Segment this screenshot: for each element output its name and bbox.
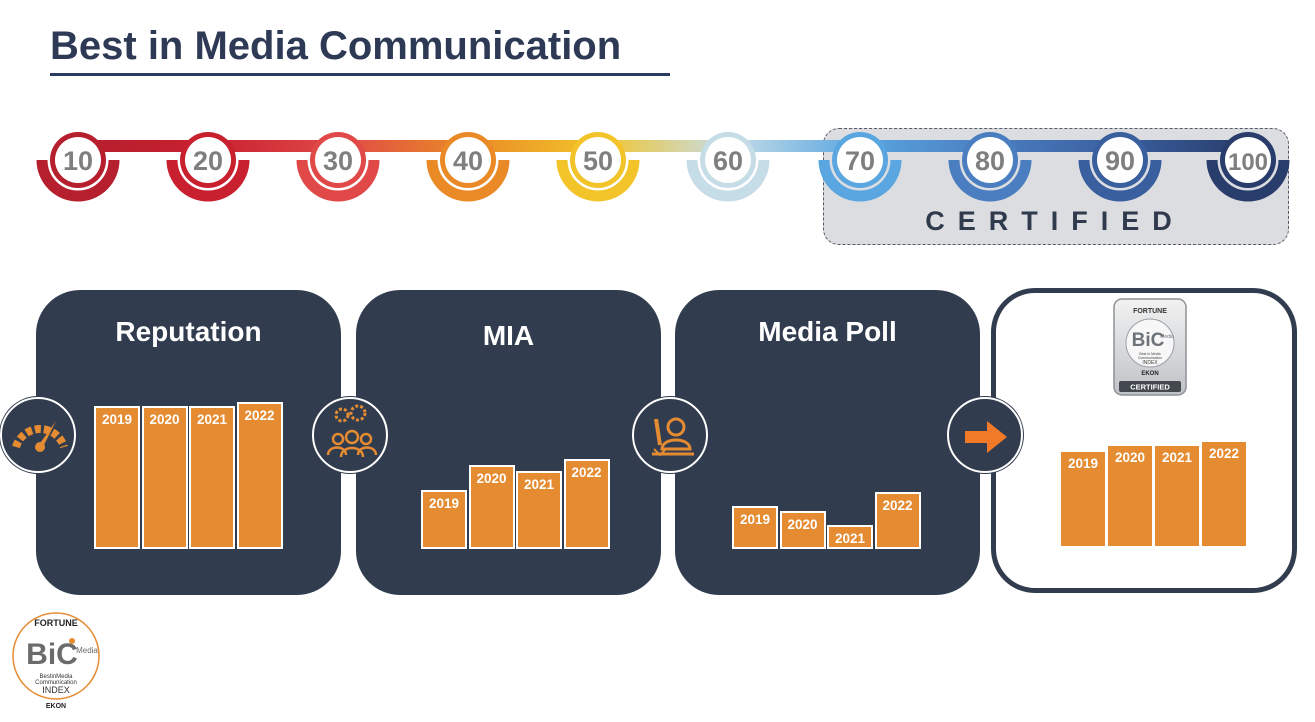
scale-step-label: 50: [583, 146, 613, 176]
cert-logo-line1: Best in Media: [1139, 352, 1160, 356]
scale-step-50: 50: [556, 132, 640, 202]
bar-year-label: 2022: [571, 465, 602, 480]
certified-label: CERTIFIED: [925, 206, 1185, 236]
bar-year-label: 2019: [739, 512, 771, 527]
panel-title-media-poll: Media Poll: [758, 316, 897, 347]
arrow-right-icon: [947, 397, 1023, 473]
bar-2019: 2019: [94, 406, 140, 549]
bar-year-label: 2021: [523, 477, 555, 492]
speedometer-icon: [0, 397, 76, 473]
bar-year-label: 2021: [1161, 450, 1193, 465]
scale-step-60: 60: [686, 132, 770, 202]
scale-step-90: 90: [1078, 132, 1162, 202]
team-gears-icon: [312, 397, 388, 473]
bar-chart-result: 2019 2020 2021 2022: [1061, 399, 1251, 546]
bar-2021: 2021: [189, 406, 235, 549]
panel-reputation: Reputation 2019 2020 2021 2022: [36, 290, 341, 595]
bic-logo: FORTUNE BiC Media BestinMedia Communicat…: [12, 612, 100, 710]
scale-step-30: 30: [296, 132, 380, 202]
cert-logo-bic: BiC: [1132, 330, 1165, 351]
bar-chart-media-poll: 2019 2020 2021 2022: [732, 402, 926, 549]
scale-band-segment: [208, 140, 338, 152]
bar-2021: 2021: [516, 471, 562, 549]
logo-bic: BiC: [26, 638, 78, 671]
bar-2019: 2019: [1061, 452, 1105, 546]
scale-step-70: 70: [818, 132, 902, 202]
scale-step-label: 80: [975, 146, 1005, 176]
cert-logo-index: INDEX: [1142, 360, 1158, 366]
bic-certified-logo: FORTUNE BiC Media Best in Media Communic…: [1113, 298, 1187, 396]
bar-2022: 2022: [874, 492, 921, 549]
cert-logo-badge: CERTIFIED: [1130, 383, 1170, 392]
logo-brand: EKON: [46, 703, 66, 710]
scale-band-segment: [338, 140, 468, 152]
panel-title-reputation: Reputation: [115, 316, 262, 347]
scale-step-100: 100: [1206, 132, 1290, 202]
bar-year-label: 2022: [882, 498, 913, 513]
bar-chart-mia: 2019 2020 2021 2022: [421, 402, 615, 549]
logo-media: Media: [76, 646, 98, 655]
logo-index: INDEX: [42, 685, 70, 695]
pollster-icon: [632, 397, 708, 473]
logo-fortune: FORTUNE: [34, 618, 78, 628]
scale-step-label: 20: [193, 146, 223, 176]
panel-mia: MIA 2019 2020 2021 2022: [356, 290, 661, 595]
cert-logo-line2: Communication: [1138, 356, 1162, 360]
scale-step-80: 80: [948, 132, 1032, 202]
bar-2022: 2022: [1202, 442, 1246, 546]
bar-year-label: 2021: [196, 412, 228, 427]
bar-year-label: 2020: [476, 471, 507, 486]
scale-band-segment: [468, 140, 598, 152]
scale-step-40: 40: [426, 132, 510, 202]
scale-band-segment: [990, 140, 1120, 152]
scale-step-label: 70: [845, 146, 875, 176]
scale-step-label: 90: [1105, 146, 1135, 176]
bar-2020: 2020: [141, 406, 188, 549]
scale-band-segment: [1120, 140, 1248, 152]
bar-year-label: 2021: [834, 531, 866, 546]
cert-logo-fortune: FORTUNE: [1133, 308, 1167, 315]
bar-2021: 2021: [827, 525, 873, 549]
bar-year-label: 2020: [149, 412, 180, 427]
bar-year-label: 2019: [428, 496, 460, 511]
scale-step-label: 60: [713, 146, 743, 176]
page-title: Best in Media Communication: [50, 24, 622, 68]
score-scale-timeline: 10 20 30 40 50 60 70 80 90 100: [36, 132, 1290, 202]
bar-year-label: 2020: [787, 517, 818, 532]
bar-chart-reputation: 2019 2020 2021 2022: [94, 402, 288, 549]
scale-band-segment: [728, 140, 860, 152]
bar-2022: 2022: [236, 402, 283, 549]
bar-2021: 2021: [1155, 446, 1199, 546]
bar-year-label: 2019: [1067, 456, 1099, 471]
logo-line1: BestinMedia: [39, 674, 73, 680]
cert-logo-brand: EKON: [1141, 371, 1158, 377]
bar-year-label: 2020: [1114, 450, 1146, 465]
scale-step-10: 10: [36, 132, 120, 202]
bar-year-label: 2022: [1208, 446, 1240, 461]
bar-year-label: 2019: [101, 412, 133, 427]
scale-step-label: 100: [1228, 149, 1268, 176]
panel-title-mia: MIA: [482, 320, 535, 351]
bar-2020: 2020: [779, 511, 826, 549]
bar-2019: 2019: [421, 490, 467, 549]
scale-band-segment: [78, 140, 208, 152]
scale-step-label: 30: [323, 146, 353, 176]
bar-2020: 2020: [468, 465, 515, 549]
bar-2022: 2022: [563, 459, 610, 549]
scale-band-segment: [860, 140, 990, 152]
panel-media-poll: Media Poll 2019 2020 2021 2022: [675, 290, 980, 595]
scale-band-segment: [598, 140, 728, 152]
scale-step-label: 10: [63, 146, 93, 176]
bar-2020: 2020: [1108, 446, 1152, 546]
scale-step-20: 20: [166, 132, 250, 202]
cert-logo-media: Media: [1160, 334, 1174, 340]
logo-line2: Communication: [35, 680, 77, 686]
bar-year-label: 2022: [244, 408, 275, 423]
title-underline: [50, 73, 670, 76]
scale-step-label: 40: [453, 146, 483, 176]
bar-2019: 2019: [732, 506, 778, 549]
